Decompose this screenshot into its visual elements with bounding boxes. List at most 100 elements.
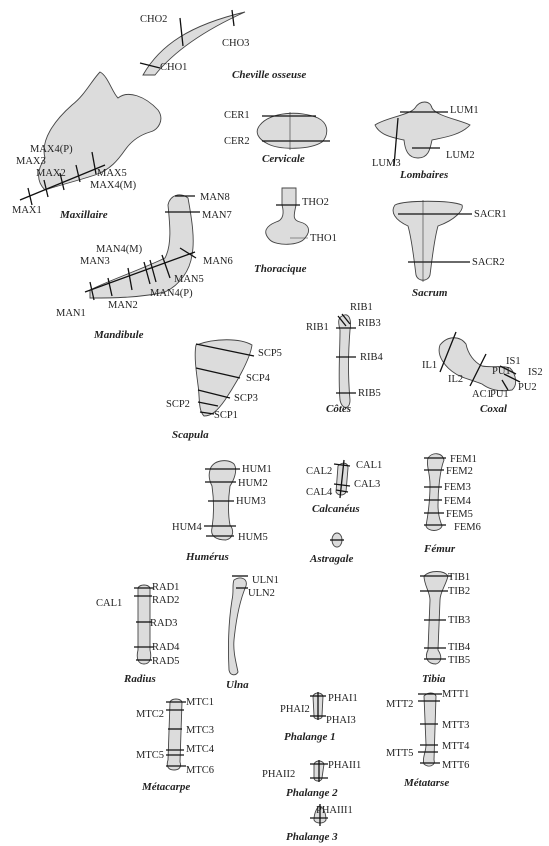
label-phai3: PHAI3: [326, 715, 356, 726]
title-metacarpe: Métacarpe: [141, 781, 190, 793]
label-max2: MAX2: [36, 168, 66, 179]
label-tib4: TIB4: [448, 642, 471, 653]
label-is2: IS2: [528, 367, 543, 378]
label-mtc5: MTC5: [136, 750, 164, 761]
label-mtt4: MTT4: [442, 741, 470, 752]
label-phaiii1: PHAIII1: [316, 805, 353, 816]
label-mtt2: MTT2: [386, 699, 413, 710]
label-max4p: MAX4(P): [30, 144, 73, 155]
label-lum3: LUM3: [372, 158, 401, 169]
label-uln2: ULN2: [248, 588, 275, 599]
title-lombaires: Lombaires: [399, 169, 448, 181]
femur-group: FEM1 FEM2 FEM3 FEM4 FEM5 FEM6 Fémur: [423, 454, 481, 555]
label-scp4: SCP4: [246, 373, 271, 384]
phalange2-group: PHAII2 PHAII1 Phalange 2: [262, 760, 361, 799]
label-phai1: PHAI1: [328, 693, 358, 704]
label-tho2: THO2: [302, 197, 329, 208]
label-tho1: THO1: [310, 233, 337, 244]
femur-bone: [426, 454, 444, 531]
title-cotes: Côtes: [326, 403, 351, 415]
label-pu1-lower: PU1: [490, 389, 509, 400]
title-femur: Fémur: [423, 543, 456, 555]
label-fem1: FEM1: [450, 454, 477, 465]
ulna-bone: [228, 578, 246, 675]
label-rib3: RIB3: [358, 318, 381, 329]
label-sacr1: SACR1: [474, 209, 507, 220]
scapula-bone: [195, 340, 252, 416]
label-il2: IL2: [448, 374, 463, 385]
title-humerus: Humérus: [185, 551, 229, 563]
label-man3: MAN3: [80, 256, 110, 267]
label-rib1-left: RIB1: [306, 322, 329, 333]
label-hum4: HUM4: [172, 522, 203, 533]
label-rad4: RAD4: [152, 642, 180, 653]
label-fem3: FEM3: [444, 482, 471, 493]
label-cal4: CAL4: [306, 487, 333, 498]
label-mtc6: MTC6: [186, 765, 214, 776]
label-rad1: RAD1: [152, 582, 179, 593]
label-mtc4: MTC4: [186, 744, 215, 755]
label-hum2: HUM2: [238, 478, 268, 489]
label-mtt3: MTT3: [442, 720, 469, 731]
cervical-vertebra-bone: [257, 113, 327, 148]
label-scp5: SCP5: [258, 348, 282, 359]
title-thoracique: Thoracique: [254, 263, 307, 275]
label-man5: MAN5: [174, 274, 204, 285]
metacarpe-group: MTC1 MTC2 MTC3 MTC5 MTC4 MTC6 Métacarpe: [136, 697, 215, 793]
label-rib4: RIB4: [360, 352, 384, 363]
label-fem6: FEM6: [454, 522, 481, 533]
label-scp2: SCP2: [166, 399, 190, 410]
title-maxillaire: Maxillaire: [59, 209, 108, 221]
label-max3: MAX3: [16, 156, 46, 167]
metatarsal-bone: [423, 693, 436, 766]
label-lum1: LUM1: [450, 105, 479, 116]
label-cer2: CER2: [224, 136, 250, 147]
label-rad3: RAD3: [150, 618, 177, 629]
cotes-group: RIB1 RIB1 RIB3 RIB4 RIB5 Côtes: [306, 302, 384, 415]
thoracique-group: THO2 THO1 Thoracique: [254, 188, 337, 275]
ulna-group: ULN1 ULN2 Ulna: [226, 575, 279, 691]
label-man1: MAN1: [56, 308, 86, 319]
label-mtc2: MTC2: [136, 709, 164, 720]
label-cal1: CAL1: [356, 460, 382, 471]
label-hum3: HUM3: [236, 496, 266, 507]
radius-bone: [137, 585, 151, 664]
label-uln1: ULN1: [252, 575, 279, 586]
label-max1: MAX1: [12, 205, 42, 216]
title-phalange3: Phalange 3: [286, 831, 338, 843]
label-tib1: TIB1: [448, 572, 470, 583]
label-phai2: PHAI2: [280, 704, 310, 715]
label-hum5: HUM5: [238, 532, 268, 543]
cervicale-group: CER1 CER2 Cervicale: [224, 110, 330, 165]
label-cho1: CHO1: [160, 62, 187, 73]
label-rib5: RIB5: [358, 388, 381, 399]
label-man4m: MAN4(M): [96, 244, 143, 255]
title-phalange2: Phalange 2: [286, 787, 338, 799]
label-fem4: FEM4: [444, 496, 472, 507]
title-scapula: Scapula: [172, 429, 209, 441]
label-pu2: PU2: [518, 382, 537, 393]
label-man2: MAN2: [108, 300, 138, 311]
label-il1: IL1: [422, 360, 437, 371]
coxal-group: IL1 IL2 IS1 IS2 PU1 PU2 AC1 PU1 Coxal: [422, 332, 543, 415]
title-mandibule: Mandibule: [93, 329, 144, 341]
label-phaii1: PHAII1: [328, 760, 361, 771]
title-metatarse: Métatarse: [403, 777, 449, 789]
tibia-group: TIB1 TIB2 TIB3 TIB4 TIB5 Tibia: [420, 572, 471, 686]
label-pu1: PU1: [492, 366, 511, 377]
title-sacrum: Sacrum: [412, 287, 448, 299]
sacrum-bone: [393, 201, 462, 280]
label-lum2: LUM2: [446, 150, 475, 161]
radius-group: RAD1 RAD2 CAL1 RAD3 RAD4 RAD5 Radius: [96, 582, 180, 685]
title-astragale: Astragale: [309, 553, 354, 565]
label-rad5: RAD5: [152, 656, 179, 667]
metatarse-group: MTT1 MTT2 MTT3 MTT5 MTT4 MTT6 Métatarse: [386, 689, 470, 789]
phalange3-group: PHAIII1 Phalange 3: [286, 804, 353, 843]
label-tib5: TIB5: [448, 655, 470, 666]
tibia-bone: [424, 572, 448, 665]
label-fem2: FEM2: [446, 466, 473, 477]
humerus-bone: [209, 461, 235, 540]
label-rad2: RAD2: [152, 595, 179, 606]
label-man7: MAN7: [202, 210, 232, 221]
